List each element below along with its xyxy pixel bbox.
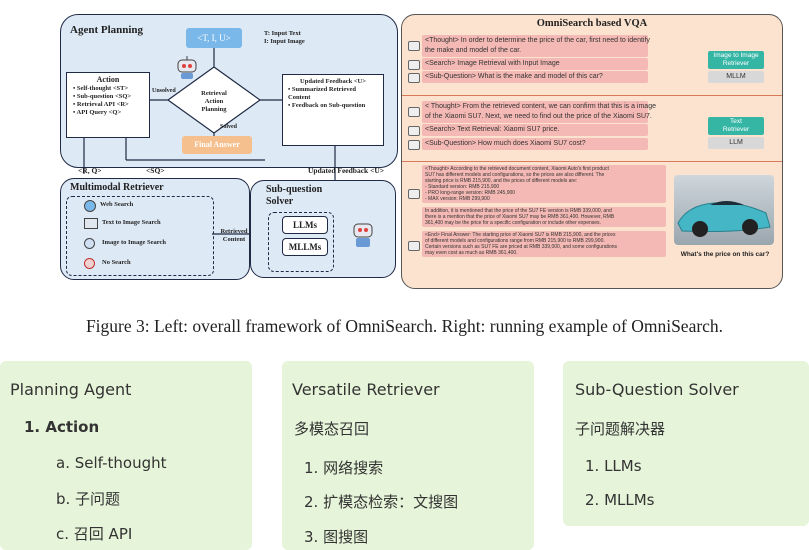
subquestion-bar: <Sub-Question> What is the make and mode…	[422, 71, 648, 83]
arrow-label-updated: Updated Feedback <U>	[308, 166, 385, 175]
input-tuple-box: <T, I, U>	[186, 28, 242, 48]
solver-item-mllms: MLLMs	[282, 238, 328, 256]
unsolved-label: Unsolved	[152, 88, 176, 94]
magnifier-icon	[84, 238, 95, 249]
no-search-icon	[84, 258, 95, 269]
solver-options	[268, 212, 334, 272]
card-subtitle: 1. Action	[24, 418, 100, 436]
feedback-box: Updated Feedback <U> • Summarized Retrie…	[282, 74, 384, 146]
list-item: 1. LLMs	[585, 457, 642, 475]
robot-icon	[175, 54, 199, 80]
feedback-item: • Summarized Retrieved Content	[288, 86, 356, 101]
thought-bar: <Thought> In order to determine the pric…	[422, 35, 650, 57]
input-legend-i: I: Input Image	[264, 38, 305, 45]
search-icon	[408, 60, 420, 70]
car-image	[674, 175, 774, 245]
thought-bar: <Thought> According to the retrieved doc…	[422, 165, 666, 203]
retriever-options	[66, 196, 214, 276]
monitor-icon	[84, 218, 98, 229]
final-answer-box: Final Answer	[182, 136, 252, 154]
card-title: Sub-Question Solver	[575, 380, 739, 399]
action-item: • Self-thought <ST>	[73, 85, 129, 92]
list-item: b. 子问题	[56, 490, 121, 508]
section-divider	[402, 161, 782, 162]
robot-icon	[408, 41, 420, 51]
list-item: 3. 图搜图	[304, 528, 369, 546]
mllm-tag: MLLM	[708, 71, 764, 83]
framework-diagram: Agent Planning <T, I, U> T: Input Text I…	[60, 14, 398, 280]
card-subquestion-solver: Sub-Question Solver 子问题解决器 1. LLMs 2. ML…	[563, 361, 809, 526]
llm-tag: LLM	[708, 137, 764, 149]
thought-bar: In addition, it is mentioned that the pr…	[422, 207, 666, 227]
card-title: Planning Agent	[10, 380, 132, 399]
action-box: Action • Self-thought <ST> • Sub-questio…	[66, 72, 150, 138]
list-item: 1. 网络搜索	[304, 459, 384, 477]
planning-connectors	[83, 48, 336, 180]
retriever-title: Multimodal Retriever	[70, 182, 164, 193]
figure-caption: Figure 3: Left: overall framework of Omn…	[85, 316, 724, 336]
thought-bar: < Thought> From the retrieved content, w…	[422, 101, 656, 123]
end-icon	[408, 241, 420, 251]
search-icon	[408, 126, 420, 136]
action-item: • Retrieval API <R>	[73, 101, 129, 108]
arrow-label-rq: <R, Q>	[78, 166, 102, 175]
robot-icon	[350, 220, 376, 250]
question-text: What's the price on this car?	[680, 251, 770, 258]
solver-item-llms: LLMs	[282, 216, 328, 234]
retrieved-content-label: Retrieved Content	[220, 228, 248, 243]
agent-planning-title: Agent Planning	[70, 24, 144, 36]
feedback-item: • Feedback on Sub-question	[288, 102, 366, 109]
decision-label: Retrieval Action Planning	[201, 90, 227, 113]
solver-title: Sub-question Solver	[266, 184, 323, 207]
vqa-example-panel: OmniSearch based VQA <Thought> In order …	[401, 14, 783, 289]
list-item: 2. 扩模态检索：文搜图	[304, 493, 459, 511]
arrow-label-sq: <SQ>	[146, 166, 165, 175]
search-bar: <Search> Image Retrieval with Input Imag…	[422, 58, 648, 70]
list-item: c. 召回 API	[56, 525, 133, 543]
solved-label: Solved	[220, 124, 238, 130]
question-icon	[408, 73, 420, 83]
action-item: • API Query <Q>	[73, 109, 122, 116]
card-planning-agent: Planning Agent 1. Action a. Self-thought…	[0, 361, 252, 550]
question-icon	[408, 140, 420, 150]
list-item: a. Self-thought	[56, 454, 167, 472]
list-item: 2. MLLMs	[585, 491, 655, 509]
search-bar: <Search> Text Retrieval: Xiaomi SU7 pric…	[422, 124, 648, 136]
input-legend-t: T: Input Text	[264, 30, 301, 37]
robot-icon	[408, 189, 420, 199]
card-versatile-retriever: Versatile Retriever 多模态召回 1. 网络搜索 2. 扩模态…	[282, 361, 534, 550]
globe-icon	[84, 200, 96, 212]
card-subtitle: 多模态召回	[294, 420, 370, 438]
action-item: • Sub-question <SQ>	[73, 93, 132, 100]
robot-icon	[408, 107, 420, 117]
card-title: Versatile Retriever	[292, 380, 440, 399]
card-subtitle: 子问题解决器	[575, 420, 666, 438]
final-answer-bar: <End> Final Answer: The starting price o…	[422, 231, 666, 257]
section-divider	[402, 95, 782, 96]
vqa-title: OmniSearch based VQA	[536, 18, 648, 29]
subquestion-bar: <Sub-Question> How much does Xiaomi SU7 …	[422, 138, 648, 150]
